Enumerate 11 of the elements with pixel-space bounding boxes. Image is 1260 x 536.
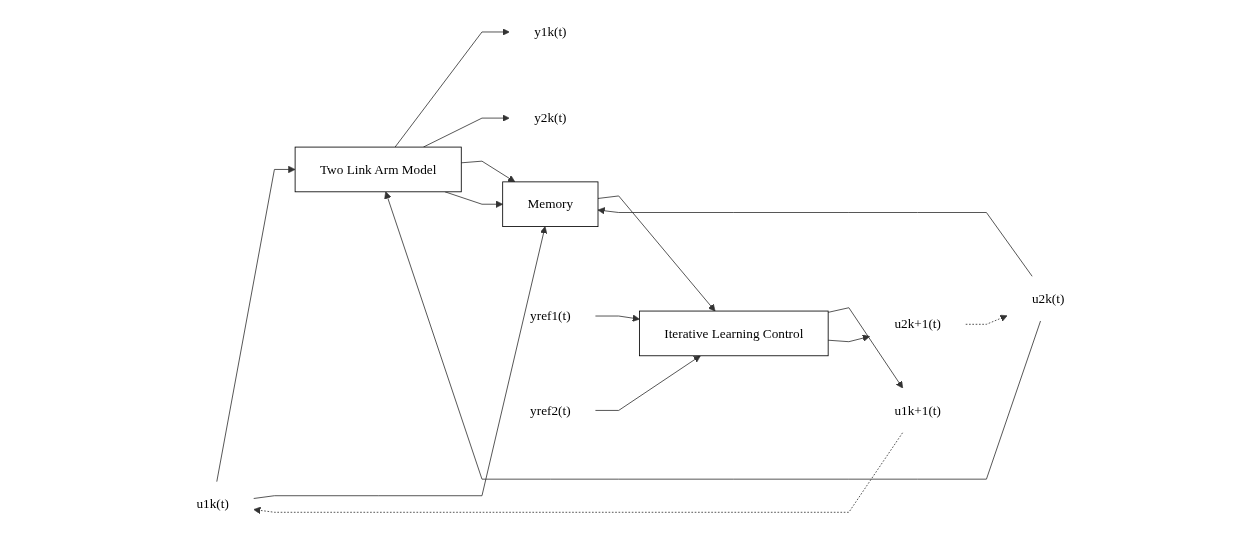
node-text: u1k+1(t) — [893, 402, 941, 418]
node-text: y1k(t) — [533, 24, 567, 39]
node-box: Iterative Learning Control — [638, 310, 829, 357]
node-text: y2k(t) — [533, 110, 567, 125]
node-box: Two Link Arm Model — [294, 146, 462, 193]
node-text: u2k(t) — [1031, 291, 1064, 306]
node-text: yref1(t) — [529, 308, 571, 323]
node-text: u1k(t) — [196, 496, 229, 511]
node-box: Memory — [501, 181, 598, 227]
node-text: yref2(t) — [529, 402, 571, 418]
node-text: u2k+1(t) — [893, 316, 941, 331]
